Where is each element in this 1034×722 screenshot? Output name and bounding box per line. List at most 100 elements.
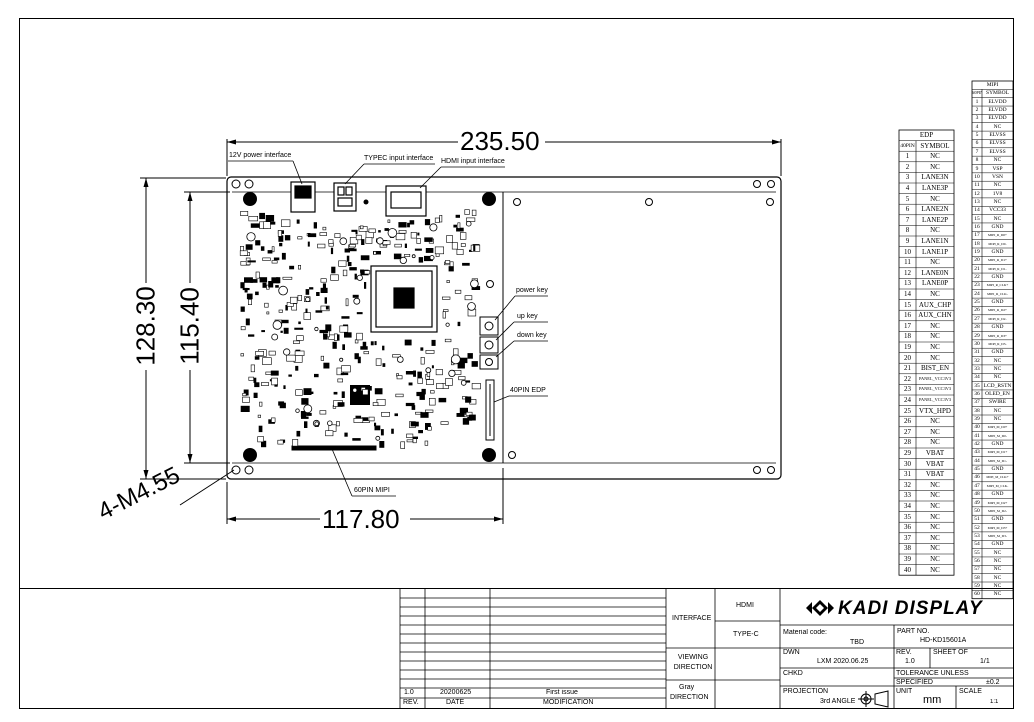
mipi-pin-number: 45 <box>974 466 980 473</box>
mipi-pin-symbol: ELVDD <box>988 107 1007 114</box>
mipi-pin-symbol: NC <box>993 416 1002 422</box>
edp-pin-number: 6 <box>905 205 910 214</box>
main-chip <box>370 265 438 333</box>
edp-pin-number: 30 <box>904 459 911 468</box>
label-down-key: down key <box>517 332 547 339</box>
viewing-direction-label: VIEWING DIRECTION <box>673 654 713 671</box>
mipi-pin-number: 9 <box>975 165 979 172</box>
edp-pin-symbol: NC <box>930 533 940 542</box>
edp-pin-number: 28 <box>904 438 911 447</box>
mipi-pin-number: 12 <box>974 190 980 197</box>
edp-pin-symbol: LANE1N <box>921 237 949 245</box>
interface-hdmi: HDMI <box>736 602 754 609</box>
edp-pin-number: 17 <box>904 321 911 330</box>
mipi-pin-number: 24 <box>974 290 980 297</box>
label-60pin-mipi: 60PIN MIPI <box>354 487 390 494</box>
mipi-pin-symbol: LCD_RSTN <box>983 382 1012 389</box>
pcb-components <box>239 209 481 449</box>
mipi-pin-number: 31 <box>974 349 980 356</box>
mipi-col-pin: 60PIN <box>972 90 982 96</box>
connector-hdmi <box>385 185 427 217</box>
edp-pin-number: 4 <box>905 184 910 192</box>
edp-pin-number: 39 <box>904 555 911 563</box>
edp-pin-number: 40 <box>904 565 911 574</box>
mipi-pin-number: 37 <box>974 399 980 406</box>
mipi-pin-number: 55 <box>974 549 980 556</box>
mipi-pin-symbol: GND <box>991 249 1004 255</box>
mipi-table-grid <box>971 80 1014 600</box>
mipi-pin-symbol: NC <box>993 198 1002 205</box>
mipi-pin-number: 41 <box>974 432 980 439</box>
mipi-pin-symbol: MIPI_R_D2- <box>988 316 1007 321</box>
mipi-pin-symbol: MIPI_R_D1- <box>988 266 1007 271</box>
mipi-pin-symbol: MIPI_R_CLK- <box>987 291 1008 296</box>
mipi-pin-symbol: ELVSS <box>989 132 1006 139</box>
specified-label: SPECIFIED <box>896 679 933 686</box>
mipi-pin-number: 13 <box>974 198 980 205</box>
mipi-pin-symbol: VSP <box>992 165 1003 172</box>
edp-pin-symbol: VBAT <box>925 459 945 468</box>
mipi-pin-number: 30 <box>974 340 980 347</box>
viewing-direction: DIRECTION <box>670 694 709 701</box>
mipi-table-title: MIPI <box>986 82 999 88</box>
edp-pin-symbol: LANE0N <box>921 268 949 277</box>
dim-width: 235.50 <box>460 126 540 156</box>
edp-pin-number: 25 <box>904 406 911 415</box>
scale-label: SCALE <box>959 688 982 695</box>
mipi-pin-symbol: NC <box>993 557 1002 564</box>
edp-pin-symbol: NC <box>930 512 940 521</box>
mipi-pin-symbol: GND <box>991 349 1004 356</box>
edp-pin-symbol: PANEL_VCC3V3 <box>918 386 952 392</box>
dimension-arrows <box>143 139 781 522</box>
mount-holes <box>231 179 775 475</box>
edp-pin-number: 18 <box>904 332 911 341</box>
mipi-pin-number: 57 <box>974 566 980 573</box>
mipi-pin-symbol: GND <box>991 541 1004 548</box>
mipi-pin-symbol: NC <box>993 407 1002 414</box>
interface-label: INTERFACE <box>672 615 712 622</box>
mipi-pin-symbol: GND <box>991 274 1004 281</box>
edp-pin-number: 36 <box>904 523 911 532</box>
edp-pin-symbol: NC <box>930 480 940 489</box>
label-typec-input: TYPEC input interface <box>364 155 434 162</box>
date-value: 20200625 <box>440 689 472 696</box>
mipi-pin-symbol: MIPI_M_D2- <box>988 508 1007 513</box>
mipi-pin-symbol: NC <box>993 566 1002 573</box>
mipi-pin-number: 47 <box>974 482 980 489</box>
mipi-pin-symbol: ELVSS <box>989 140 1006 147</box>
mipi-pin-number: 17 <box>974 232 980 239</box>
edp-pin-number: 13 <box>904 279 911 288</box>
mipi-pin-symbol: GND <box>991 516 1004 523</box>
dim-height-inner: 115.40 <box>174 287 205 365</box>
edp-pin-number: 16 <box>904 311 911 320</box>
mipi-pin-number: 8 <box>975 157 979 164</box>
mipi-pin-number: 18 <box>974 240 980 247</box>
mipi-pin-number: 19 <box>974 249 980 255</box>
mipi-pin-number: 22 <box>974 274 980 281</box>
mipi-pin-number: 56 <box>974 557 980 564</box>
brand-name: KADI DISPLAY <box>838 598 983 619</box>
title-block-grid <box>399 588 1013 708</box>
edp-pin-number: 26 <box>904 417 911 426</box>
mipi-pin-number: 38 <box>974 407 980 414</box>
edp-pin-symbol: NC <box>930 555 940 563</box>
label-hdmi-input: HDMI input interface <box>441 158 505 165</box>
callout-leaders <box>228 160 548 497</box>
edp-pin-number: 8 <box>905 226 910 235</box>
edp-pin-symbol: NC <box>930 321 940 330</box>
scale-value: 1:1 <box>990 699 999 705</box>
label-up-key: up key <box>517 313 538 320</box>
edp-pin-number: 23 <box>904 385 911 394</box>
mipi-pin-symbol: MIPI_R_D0+ <box>988 233 1007 238</box>
mipi-pin-number: 60 <box>974 591 980 598</box>
edp-table-grid <box>898 129 955 576</box>
interface-typec: TYPE-C <box>733 631 759 638</box>
mipi-pin-symbol: MIPI_M_D3- <box>988 533 1007 538</box>
mipi-pin-number: 16 <box>974 223 980 230</box>
edp-pin-symbol: NC <box>930 194 940 203</box>
label-12v-power: 12V power interface <box>229 152 292 159</box>
edp-pin-number: 10 <box>904 247 911 256</box>
edp-pin-number: 22 <box>904 374 911 383</box>
tolerance-label: TOLERANCE UNLESS <box>896 670 969 677</box>
